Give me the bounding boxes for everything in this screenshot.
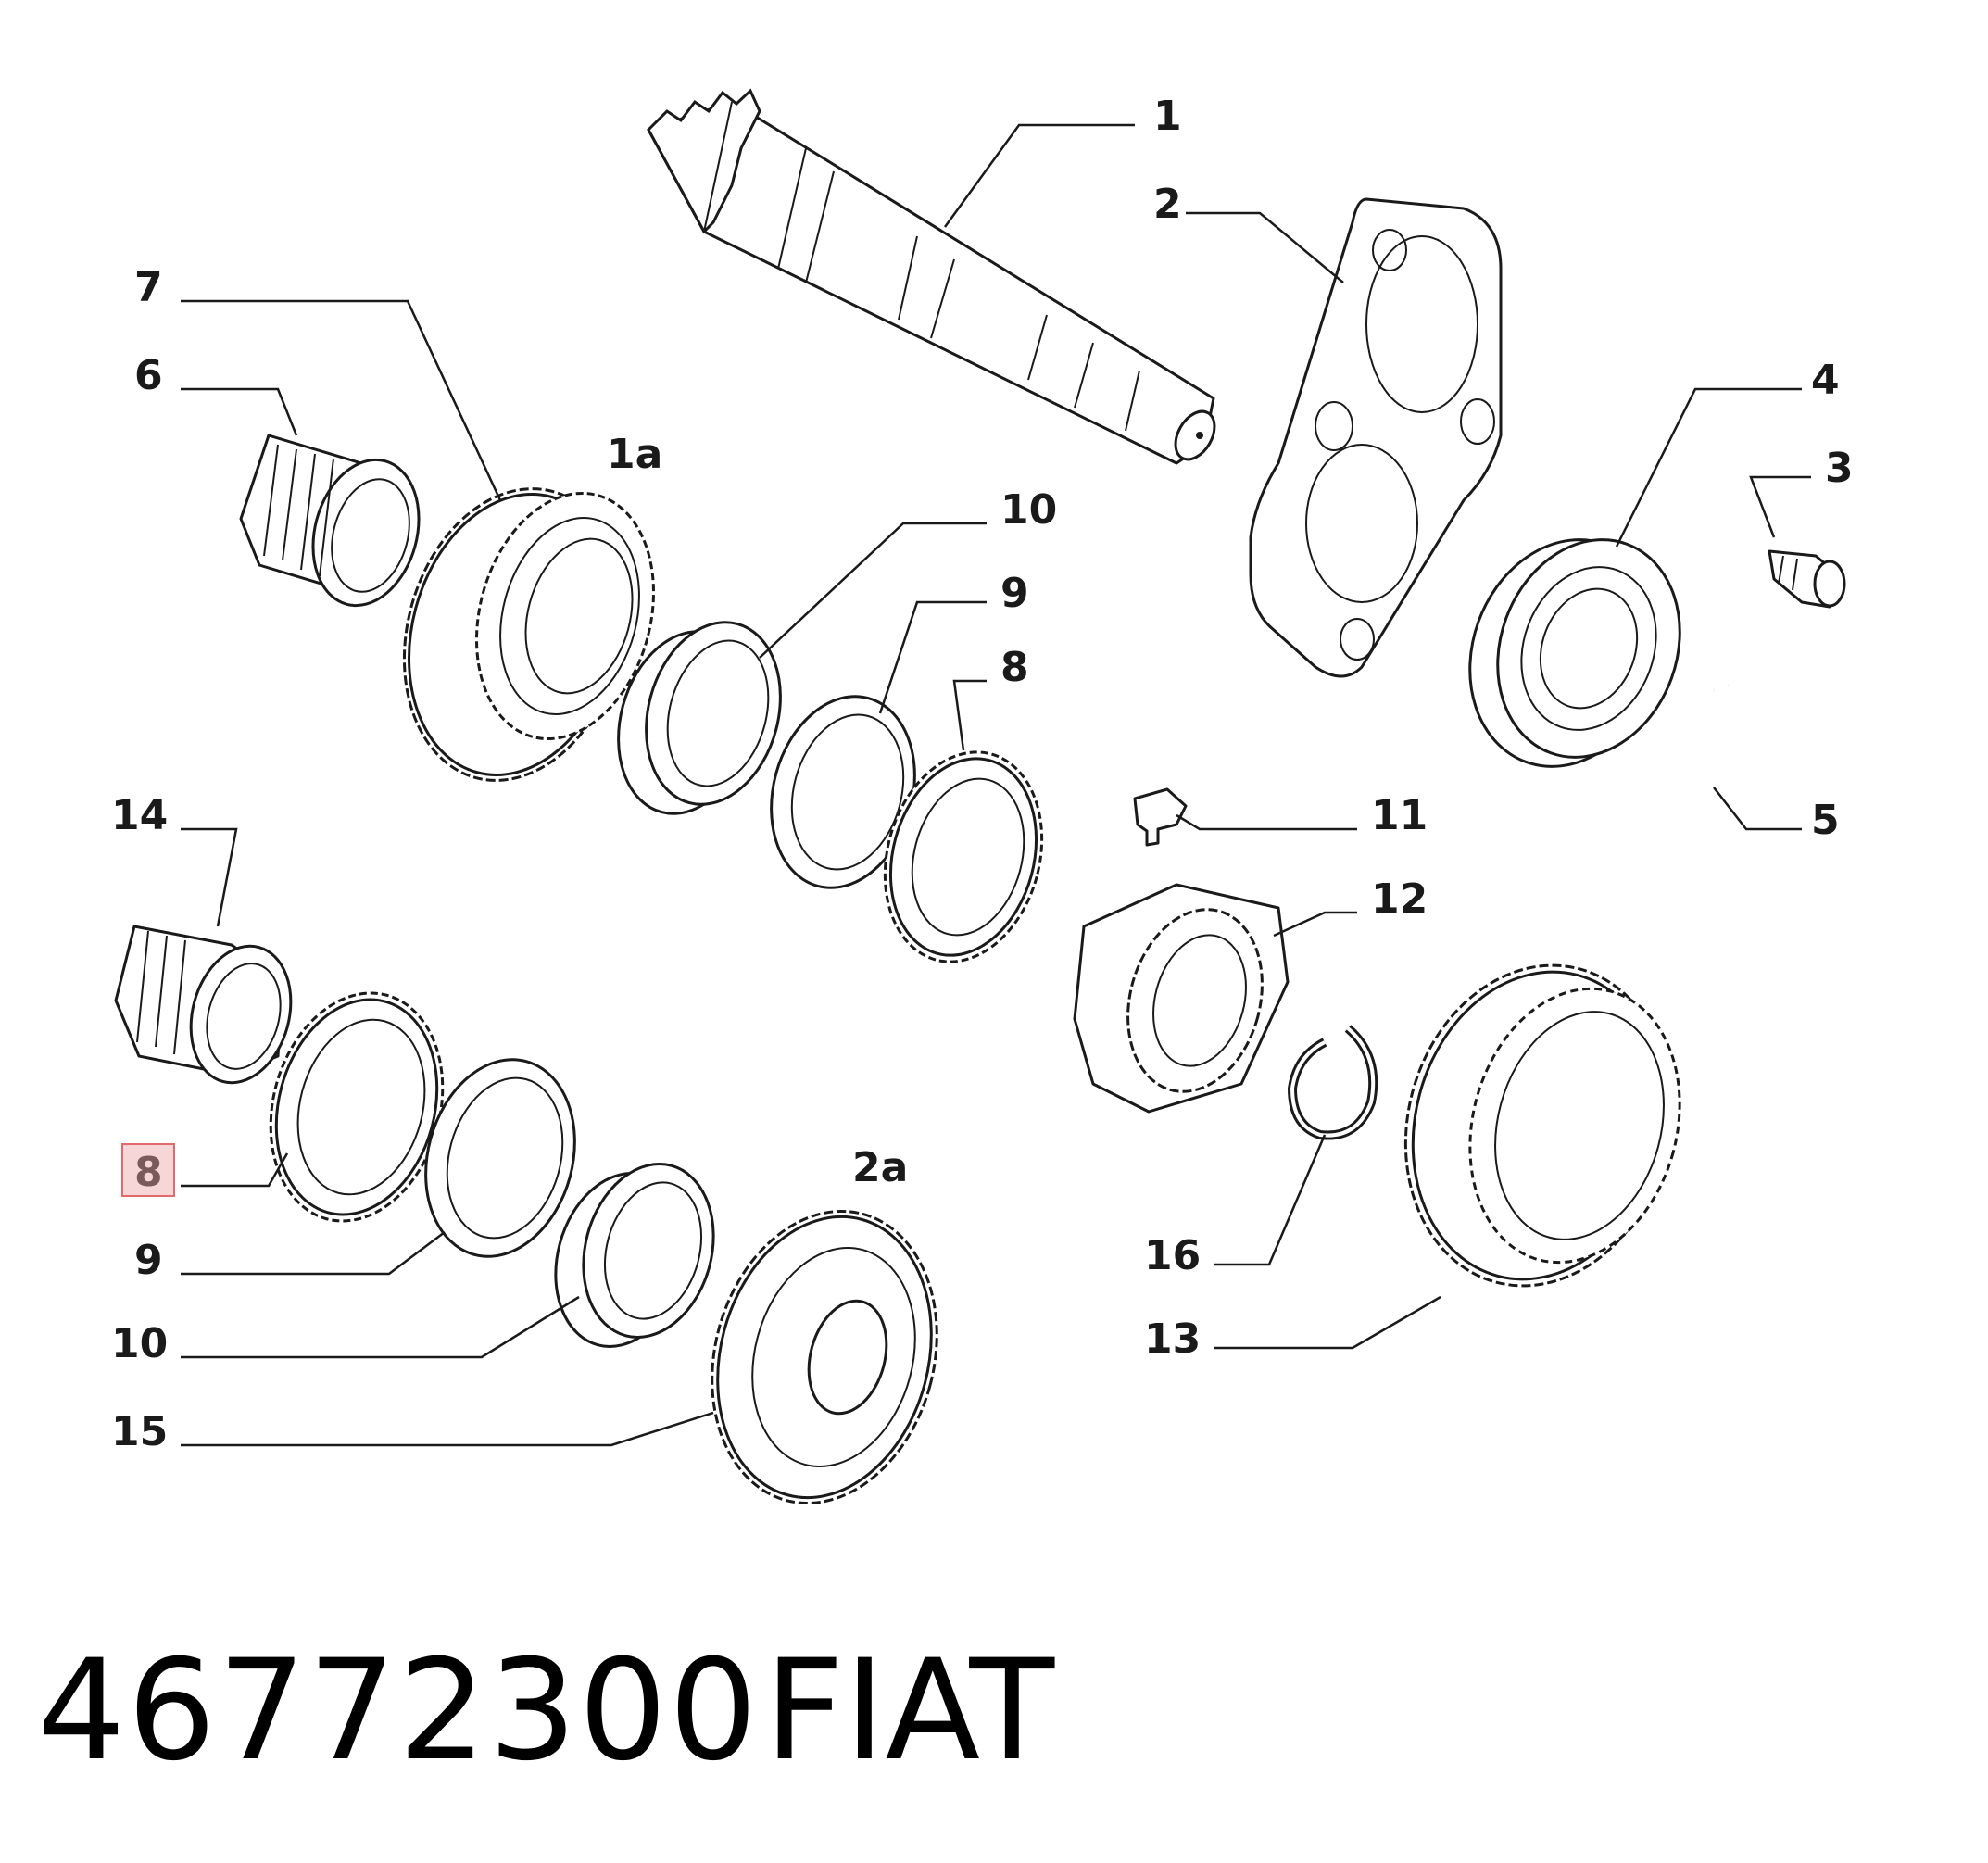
callout-10-top: 10 [1000,486,1057,534]
part-8-synchro-ring-bottom [269,991,445,1223]
brand-name: FIAT [764,1630,1055,1792]
part-5-circlip [1673,684,1768,791]
callout-3: 3 [1825,445,1854,492]
callout-8-highlight: 8 [134,1149,163,1196]
part-13-sleeve [1403,963,1681,1288]
part-16-circlip [1287,1025,1378,1140]
callout-1a: 1a [607,431,662,478]
callout-7: 7 [134,264,163,311]
callout-12: 12 [1371,875,1428,923]
part-6-needle-bearing [239,434,421,608]
callout-8-highlight-box [121,1143,175,1197]
part-10-synchro-cone-top [617,621,782,815]
callout-8-top: 8 [1000,644,1029,691]
part-12-synchro-hub [1073,883,1290,1114]
part-11-key [1133,787,1188,847]
callout-2: 2 [1153,181,1182,228]
callout-6: 6 [134,352,163,399]
part-9-ring-bottom [424,1058,576,1258]
part-2-plate [1249,197,1503,678]
callout-14: 14 [111,792,168,839]
callout-4: 4 [1811,357,1840,404]
part-number: 46772300 [37,1630,760,1792]
callout-1: 1 [1153,93,1182,140]
callout-11: 11 [1371,792,1428,839]
part-14-needle-bearing [114,925,293,1085]
part-7-gear-1a [402,487,655,782]
part-1-main-shaft [647,88,1216,465]
callout-13: 13 [1144,1315,1201,1363]
part-8-synchro-ring-top [883,750,1044,963]
callout-labels: 1 2 3 4 5 6 7 1a 10 9 8 11 12 14 8 9 10 … [111,93,1854,1455]
callout-2a: 2a [852,1144,908,1191]
callout-9-bottom: 9 [134,1237,163,1284]
callout-16: 16 [1144,1232,1201,1279]
part-3-screw [1768,549,1846,609]
leader-lines [181,123,1811,1447]
part-15-gear-2a [711,1209,938,1505]
callout-5: 5 [1811,797,1840,844]
part-10-synchro-cone-bottom [554,1163,715,1348]
part-4-bearing [1468,538,1681,768]
callout-15: 15 [111,1408,168,1455]
callout-9-top: 9 [1000,570,1029,617]
callout-10-bottom: 10 [111,1320,168,1367]
